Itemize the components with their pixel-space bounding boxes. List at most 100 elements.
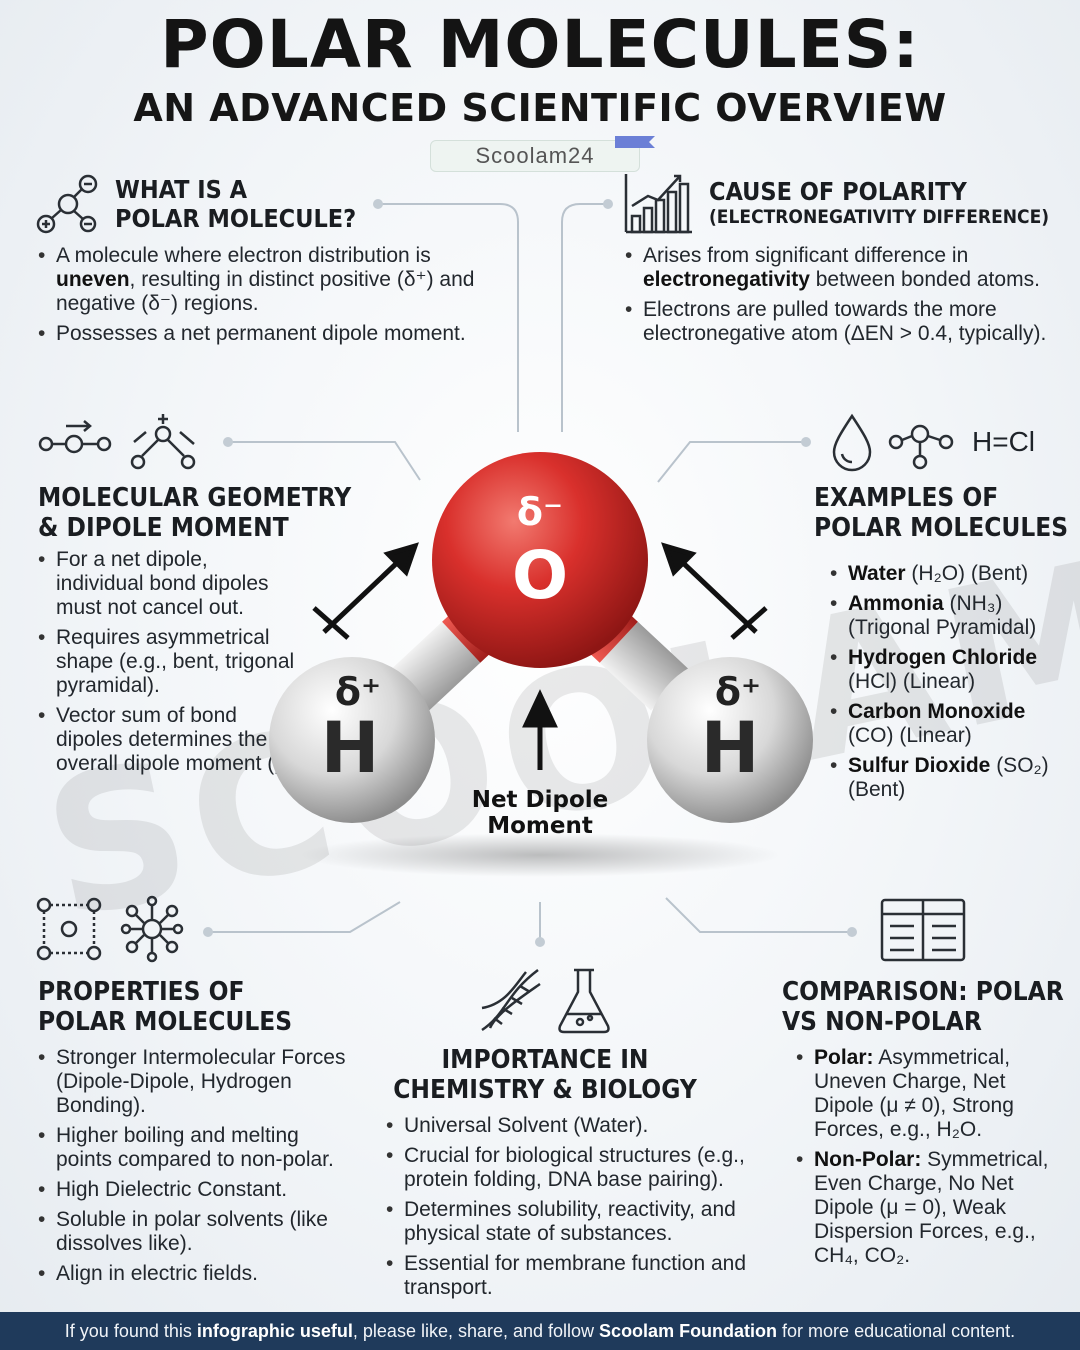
list-item: Electrons are pulled towards the more el… <box>625 298 1065 346</box>
list-item-text: Electrons are pulled towards the more el… <box>643 298 1047 345</box>
cause-heading-line1: CAUSE OF POLARITY <box>709 177 967 206</box>
geometry-list: For a net dipole, individual bond dipole… <box>38 548 300 782</box>
properties-heading-line1: PROPERTIES OF <box>38 977 245 1007</box>
footer-text-3: for more educational content. <box>777 1321 1016 1341</box>
list-item: Vector sum of bond dipoles determines th… <box>38 704 300 776</box>
list-item-text: High Dielectric Constant. <box>56 1178 288 1201</box>
importance-heading-line2: CHEMISTRY & BIOLOGY <box>393 1074 697 1105</box>
list-item-emphasis: Non-Polar: <box>814 1148 922 1171</box>
molecule-charge-icon <box>36 174 98 234</box>
list-item-text: Higher boiling and melting points compar… <box>56 1124 334 1171</box>
list-item: Crucial for biological structures (e.g.,… <box>386 1144 762 1192</box>
list-item: Higher boiling and melting points compar… <box>38 1124 348 1172</box>
list-item-text: (HCl) (Linear) <box>848 670 976 693</box>
list-item-emphasis: Polar: <box>814 1046 874 1069</box>
what-is-list: A molecule where electron distribution i… <box>38 244 478 352</box>
water-molecule-diagram: δ⁻ O δ⁺ H δ⁺ H Net Dipole Moment <box>269 452 813 877</box>
cause-list: Arises from significant difference in el… <box>625 244 1065 352</box>
list-item-text: Requires asymmetrical shape (e.g., bent,… <box>56 626 295 697</box>
importance-heading-line1: IMPORTANCE IN <box>441 1045 649 1075</box>
list-item: Soluble in polar solvents (like dissolve… <box>38 1208 348 1256</box>
bond-dipole-arrow-left <box>312 542 419 640</box>
importance-heading: IMPORTANCE IN CHEMISTRY & BIOLOGY <box>390 1045 700 1106</box>
list-item-text: Possesses a net permanent dipole moment. <box>56 322 466 345</box>
footer-link-foundation[interactable]: Scoolam Foundation <box>599 1321 778 1341</box>
dna-flask-icons <box>481 968 610 1034</box>
cause-heading-line2: (ELECTRONEGATIVITY DIFFERENCE) <box>709 205 1050 228</box>
hydrogen-right-charge: δ⁺ <box>715 670 761 714</box>
list-item-text: Crucial for biological structures (e.g.,… <box>404 1144 745 1191</box>
list-item-text: between bonded atoms. <box>809 268 1040 291</box>
list-item: Sulfur Dioxide (SO₂) (Bent) <box>830 754 1058 802</box>
list-item-text: Determines solubility, reactivity, and p… <box>404 1198 736 1245</box>
cause-heading: CAUSE OF POLARITY (ELECTRONEGATIVITY DIF… <box>709 177 1050 229</box>
list-item: Possesses a net permanent dipole moment. <box>38 322 478 346</box>
list-item-text: Soluble in polar solvents (like dissolve… <box>56 1208 328 1255</box>
examples-heading-line1: EXAMPLES OF <box>814 483 999 513</box>
comparison-list: Polar: Asymmetrical, Uneven Charge, Net … <box>796 1046 1058 1274</box>
geometry-heading-line1: MOLECULAR GEOMETRY <box>38 483 352 513</box>
examples-heading: EXAMPLES OF POLAR MOLECULES <box>814 483 1069 544</box>
properties-heading: PROPERTIES OF POLAR MOLECULES <box>38 977 293 1038</box>
list-item: Align in electric fields. <box>38 1262 348 1286</box>
list-item-text: , resulting in distinct positive (δ⁺) an… <box>56 268 475 315</box>
properties-list: Stronger Intermolecular Forces (Dipole-D… <box>38 1046 348 1292</box>
list-item-emphasis: uneven <box>56 268 130 291</box>
footer-text-2: , please like, share, and follow <box>352 1321 600 1341</box>
molecule-shadow <box>300 833 780 877</box>
hcl-icon-text: H=Cl <box>972 426 1036 457</box>
network-icons <box>36 895 184 963</box>
list-item-text: (H₂O) (Bent) <box>905 562 1029 585</box>
bond-dipole-arrow-right <box>661 542 768 640</box>
list-item: Water (H₂O) (Bent) <box>830 562 1058 586</box>
oxygen-atom <box>432 452 648 668</box>
hydrogen-atom-left <box>269 657 435 823</box>
hydrogen-atom-right <box>647 657 813 823</box>
geometry-heading: MOLECULAR GEOMETRY & DIPOLE MOMENT <box>38 483 352 544</box>
list-item: Determines solubility, reactivity, and p… <box>386 1198 762 1246</box>
comparison-heading-line2: VS NON-POLAR <box>782 1006 982 1037</box>
list-item-text: (SO₂) (Bent) <box>848 754 1049 801</box>
list-item-text: Align in electric fields. <box>56 1262 258 1285</box>
bar-chart-icon <box>624 174 692 234</box>
list-item: Carbon Monoxide (CO) (Linear) <box>830 700 1058 748</box>
list-item: Essential for membrane function and tran… <box>386 1252 762 1300</box>
list-item-text: Symmetrical, Even Charge, No Net Dipole … <box>814 1148 1049 1267</box>
comparison-heading: COMPARISON: POLAR VS NON-POLAR <box>782 977 1064 1038</box>
page-title: POLAR MOLECULES: <box>160 6 920 83</box>
flag-icon <box>615 136 655 148</box>
footer-text-1: If you found this <box>64 1321 197 1341</box>
what-is-heading-line2: POLAR MOLECULE? <box>115 203 357 233</box>
comparison-heading-line1: COMPARISON: POLAR <box>782 977 1064 1007</box>
net-dipole-label-line2: Moment <box>487 813 593 839</box>
list-item: Universal Solvent (Water). <box>386 1114 762 1138</box>
properties-heading-line2: POLAR MOLECULES <box>38 1006 293 1037</box>
connector-lines <box>203 199 857 947</box>
list-item-emphasis: Sulfur Dioxide <box>848 754 991 777</box>
list-item-text: (CO) (Linear) <box>848 724 972 747</box>
list-item-text: Essential for membrane function and tran… <box>404 1252 747 1299</box>
examples-heading-line2: POLAR MOLECULES <box>814 512 1069 543</box>
hydrogen-left-charge: δ⁺ <box>335 670 381 714</box>
list-item-emphasis: Ammonia <box>848 592 944 615</box>
table-icon <box>880 898 966 962</box>
list-item-emphasis: Hydrogen Chloride <box>848 646 1038 669</box>
footer-emphasis-1: infographic useful <box>196 1321 353 1341</box>
what-is-heading-line1: WHAT IS A <box>115 175 248 204</box>
oxygen-label: O <box>512 537 568 614</box>
list-item-text: (NH₃) (Trigonal Pyramidal) <box>848 592 1037 639</box>
importance-list: Universal Solvent (Water). Crucial for bi… <box>386 1114 762 1306</box>
list-item: For a net dipole, individual bond dipole… <box>38 548 300 620</box>
list-item: Stronger Intermolecular Forces (Dipole-D… <box>38 1046 348 1118</box>
list-item-emphasis: Carbon Monoxide <box>848 700 1026 723</box>
oxygen-charge: δ⁻ <box>517 490 563 534</box>
list-item-text: Vector sum of bond dipoles determines th… <box>56 704 300 775</box>
droplet-molecule-icons <box>832 413 954 472</box>
list-item: High Dielectric Constant. <box>38 1178 348 1202</box>
list-item: Polar: Asymmetrical, Uneven Charge, Net … <box>796 1046 1058 1142</box>
geometry-icons <box>38 414 196 470</box>
list-item-text: A molecule where electron distribution i… <box>56 244 431 267</box>
list-item-text: Asymmetrical, Uneven Charge, Net Dipole … <box>814 1046 1014 1141</box>
examples-list: Water (H₂O) (Bent) Ammonia (NH₃) (Trigona… <box>830 562 1058 808</box>
page-subtitle: AN ADVANCED SCIENTIFIC OVERVIEW <box>133 86 947 130</box>
